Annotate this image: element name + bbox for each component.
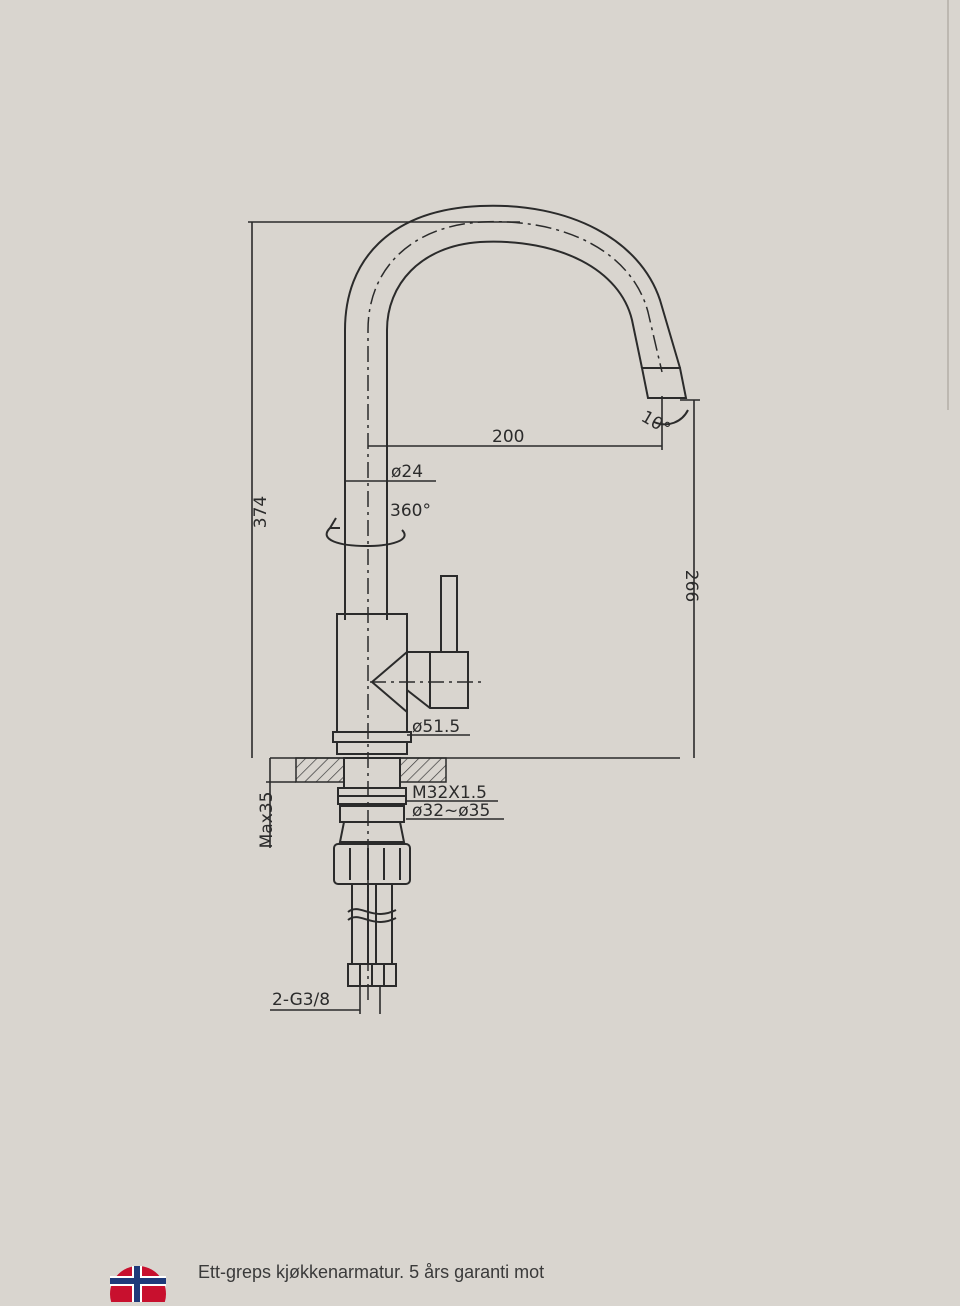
countertop-left [295,757,345,783]
hose-right [375,883,393,965]
dim-51-label: ø51.5 [412,717,460,737]
dim-max35-label: Max35 [257,792,277,849]
dim-360-label: 360° [390,501,431,521]
mount-nut [333,843,411,885]
dim-g38-label: 2-G3/8 [272,990,330,1010]
dim-374-label: 374 [251,496,271,528]
dim-10-label: 10° [638,407,674,439]
washer [339,805,405,823]
hose-break [347,908,397,915]
dim-24-label: ø24 [391,462,423,482]
base-ring-top [332,731,412,743]
angle-arc [653,409,689,426]
dim-hole-label: ø32~ø35 [412,801,490,821]
center-lines [367,220,663,1000]
handle-cartridge [406,651,469,709]
hose-left [351,883,369,965]
spout-inner-line [386,240,643,620]
shank [343,757,401,789]
footer-description: Ett-greps kjøkkenarmatur. 5 års garanti … [198,1262,545,1282]
faucet-body [336,613,408,733]
handle-lever [440,575,458,653]
mount-flange [338,821,406,843]
hose-break-2 [347,916,397,923]
dim-thread-label: M32X1.5 [412,783,487,803]
spout-centerline [367,220,663,1000]
norway-flag-badge-icon [104,1262,170,1306]
countertop-right [399,757,447,783]
handle-chevron [371,651,408,713]
dim-266-label: 266 [681,570,701,602]
rotation-arrow [325,527,406,548]
rotation-arrowhead [329,517,340,529]
spout-tip [640,367,688,399]
base-ring [336,741,408,755]
dimension-lines [248,221,700,1014]
dim-200-label: 200 [492,427,524,447]
spout-outer-line [344,204,681,620]
faucet-outline [325,204,689,987]
